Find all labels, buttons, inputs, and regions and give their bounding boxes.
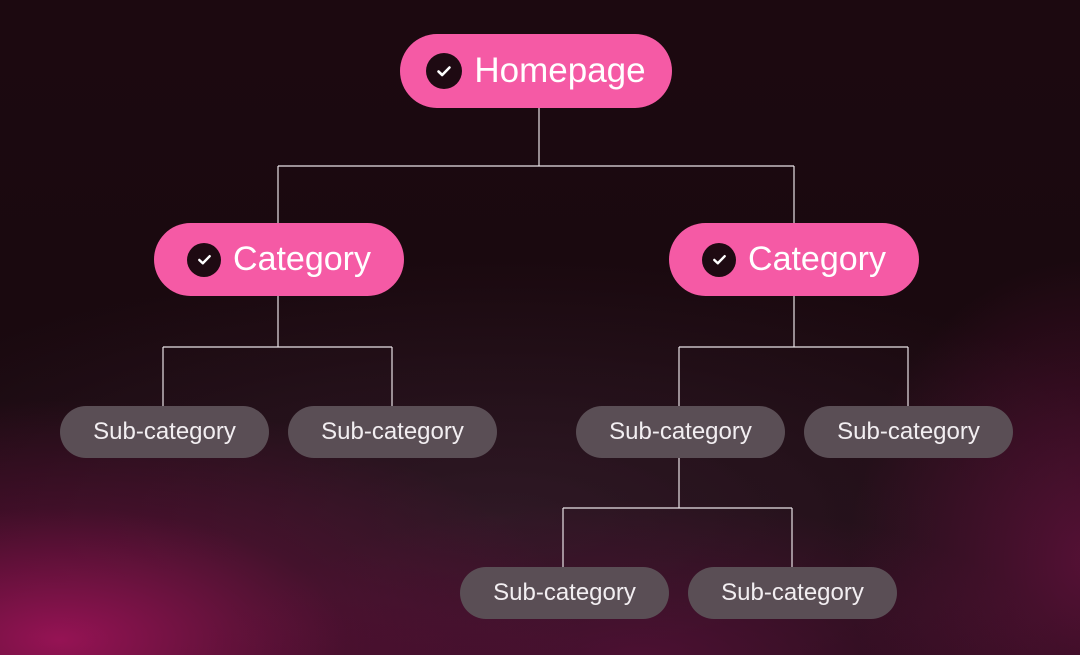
subcategory-label: Sub-category: [609, 418, 752, 445]
check-circle-icon: [702, 242, 737, 277]
subcategory-label: Sub-category: [721, 579, 864, 606]
subcategory-label: Sub-category: [93, 418, 236, 445]
subcategory-label: Sub-category: [493, 579, 636, 606]
connector-sub-to-subs: [562, 458, 793, 567]
category-label: Category: [233, 240, 371, 278]
subcategory-node[interactable]: Sub-category: [60, 406, 269, 458]
subcategory-node[interactable]: Sub-category: [288, 406, 497, 458]
subcategory-label: Sub-category: [837, 418, 980, 445]
subcategory-label: Sub-category: [321, 418, 464, 445]
category-label: Category: [748, 240, 886, 278]
homepage-label: Homepage: [474, 51, 646, 90]
category-node-right[interactable]: Category: [669, 223, 919, 296]
subcategory-node[interactable]: Sub-category: [576, 406, 785, 458]
subcategory-node[interactable]: Sub-category: [688, 567, 897, 619]
connector-category-right-to-subs: [678, 296, 909, 406]
check-circle-icon: [426, 53, 463, 89]
subcategory-node[interactable]: Sub-category: [804, 406, 1013, 458]
subcategory-node[interactable]: Sub-category: [460, 567, 669, 619]
check-circle-icon: [187, 242, 222, 277]
connector-home-to-categories: [277, 106, 795, 223]
homepage-node[interactable]: Homepage: [400, 34, 672, 108]
connector-category-left-to-subs: [162, 296, 393, 406]
category-node-left[interactable]: Category: [154, 223, 404, 296]
